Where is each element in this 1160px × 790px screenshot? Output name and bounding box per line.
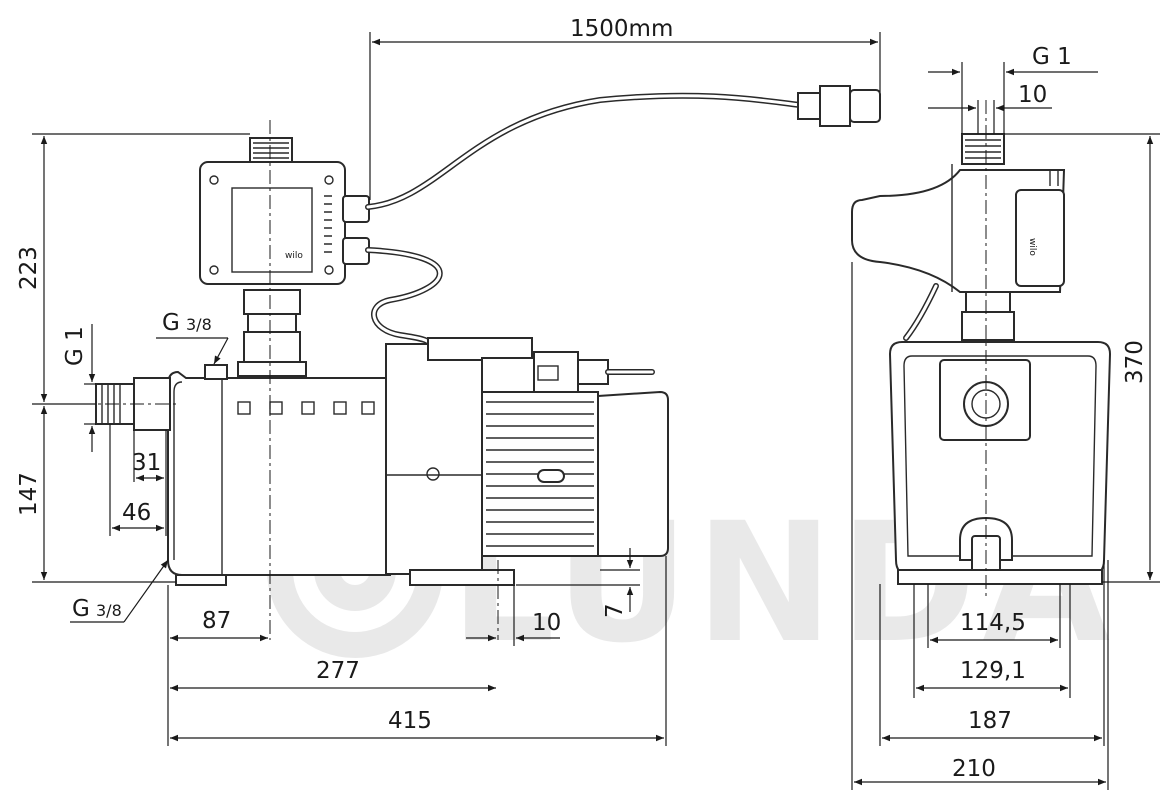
dim-outlet-offset-10: 10 bbox=[1018, 82, 1047, 108]
base-foot-right bbox=[409, 569, 515, 586]
terminal-box bbox=[481, 357, 535, 395]
terminal-box-lid bbox=[427, 337, 533, 361]
vent-slot bbox=[301, 401, 315, 415]
pump-front-view: wilo bbox=[851, 100, 1112, 600]
fan-cover bbox=[597, 390, 669, 557]
vent-slot bbox=[361, 401, 375, 415]
dimensions-front: G 1 10 370 114,5 129,1 187 210 bbox=[851, 44, 1160, 790]
pressure-switch-front bbox=[851, 169, 1066, 293]
base-foot-left bbox=[175, 574, 227, 586]
dim-gauge-fraction-bottom: 3/8 bbox=[96, 601, 122, 620]
base-front bbox=[897, 569, 1103, 585]
plug-body bbox=[797, 92, 821, 120]
dim-inlet-thread: G 1 bbox=[62, 326, 88, 366]
dim-cable-length: 1500mm bbox=[570, 16, 673, 42]
dim-base-114: 114,5 bbox=[960, 610, 1026, 636]
switch-top-thread bbox=[249, 137, 293, 165]
dim-width-87: 87 bbox=[202, 608, 231, 634]
outlet-thread-front bbox=[961, 133, 1005, 165]
screw-icon bbox=[324, 265, 334, 275]
motor-label-plate bbox=[537, 469, 565, 483]
screw-icon bbox=[324, 175, 334, 185]
vent-slots bbox=[324, 195, 332, 253]
dim-inlet-46: 46 bbox=[122, 500, 151, 526]
cooling-fins bbox=[486, 401, 594, 547]
brand-logo-front: wilo bbox=[1027, 238, 1037, 256]
dim-gauge-port-bottom: G bbox=[72, 596, 90, 622]
dim-outlet-thread: G 1 bbox=[1032, 44, 1072, 70]
power-cable bbox=[365, 92, 803, 210]
connector-nut-upper bbox=[243, 289, 301, 315]
screw-icon bbox=[209, 265, 219, 275]
screw-icon bbox=[209, 175, 219, 185]
vent-slot bbox=[237, 401, 251, 415]
dim-foot-7: 7 bbox=[602, 603, 628, 618]
dim-gauge-port-top: G bbox=[162, 310, 180, 336]
dimensions-side: 1500mm 223 147 G 1 G 3/8 31 46 G 3/8 bbox=[16, 16, 881, 746]
brand-logo-side: wilo bbox=[285, 251, 303, 261]
dim-base-187: 187 bbox=[968, 708, 1012, 734]
plug-grip bbox=[819, 85, 851, 127]
plug-head bbox=[849, 89, 881, 123]
dim-gauge-fraction-top: 3/8 bbox=[186, 315, 212, 334]
gauge-port-top bbox=[204, 364, 228, 380]
dim-height-223: 223 bbox=[16, 246, 42, 290]
motor-adapter bbox=[385, 343, 483, 575]
pump-side-view: wilo bbox=[80, 85, 881, 640]
vent-slot bbox=[333, 401, 347, 415]
screw-icon bbox=[426, 467, 440, 481]
dim-base-129: 129,1 bbox=[960, 658, 1026, 684]
dim-height-147: 147 bbox=[16, 472, 42, 516]
connector-nut-front bbox=[961, 311, 1015, 341]
dim-base-210: 210 bbox=[952, 756, 996, 782]
dim-width-277: 277 bbox=[316, 658, 360, 684]
dim-foot-10: 10 bbox=[532, 610, 561, 636]
pressure-switch-box bbox=[199, 161, 346, 285]
dim-height-370: 370 bbox=[1122, 340, 1148, 384]
cable-gland-lower bbox=[342, 237, 370, 265]
dim-inlet-31: 31 bbox=[132, 450, 161, 476]
switch-side-panel bbox=[1015, 189, 1065, 287]
dim-width-415: 415 bbox=[388, 708, 432, 734]
connector-nut-lower bbox=[243, 331, 301, 363]
cable-entry bbox=[533, 351, 579, 393]
cable-gland-upper bbox=[342, 195, 370, 223]
